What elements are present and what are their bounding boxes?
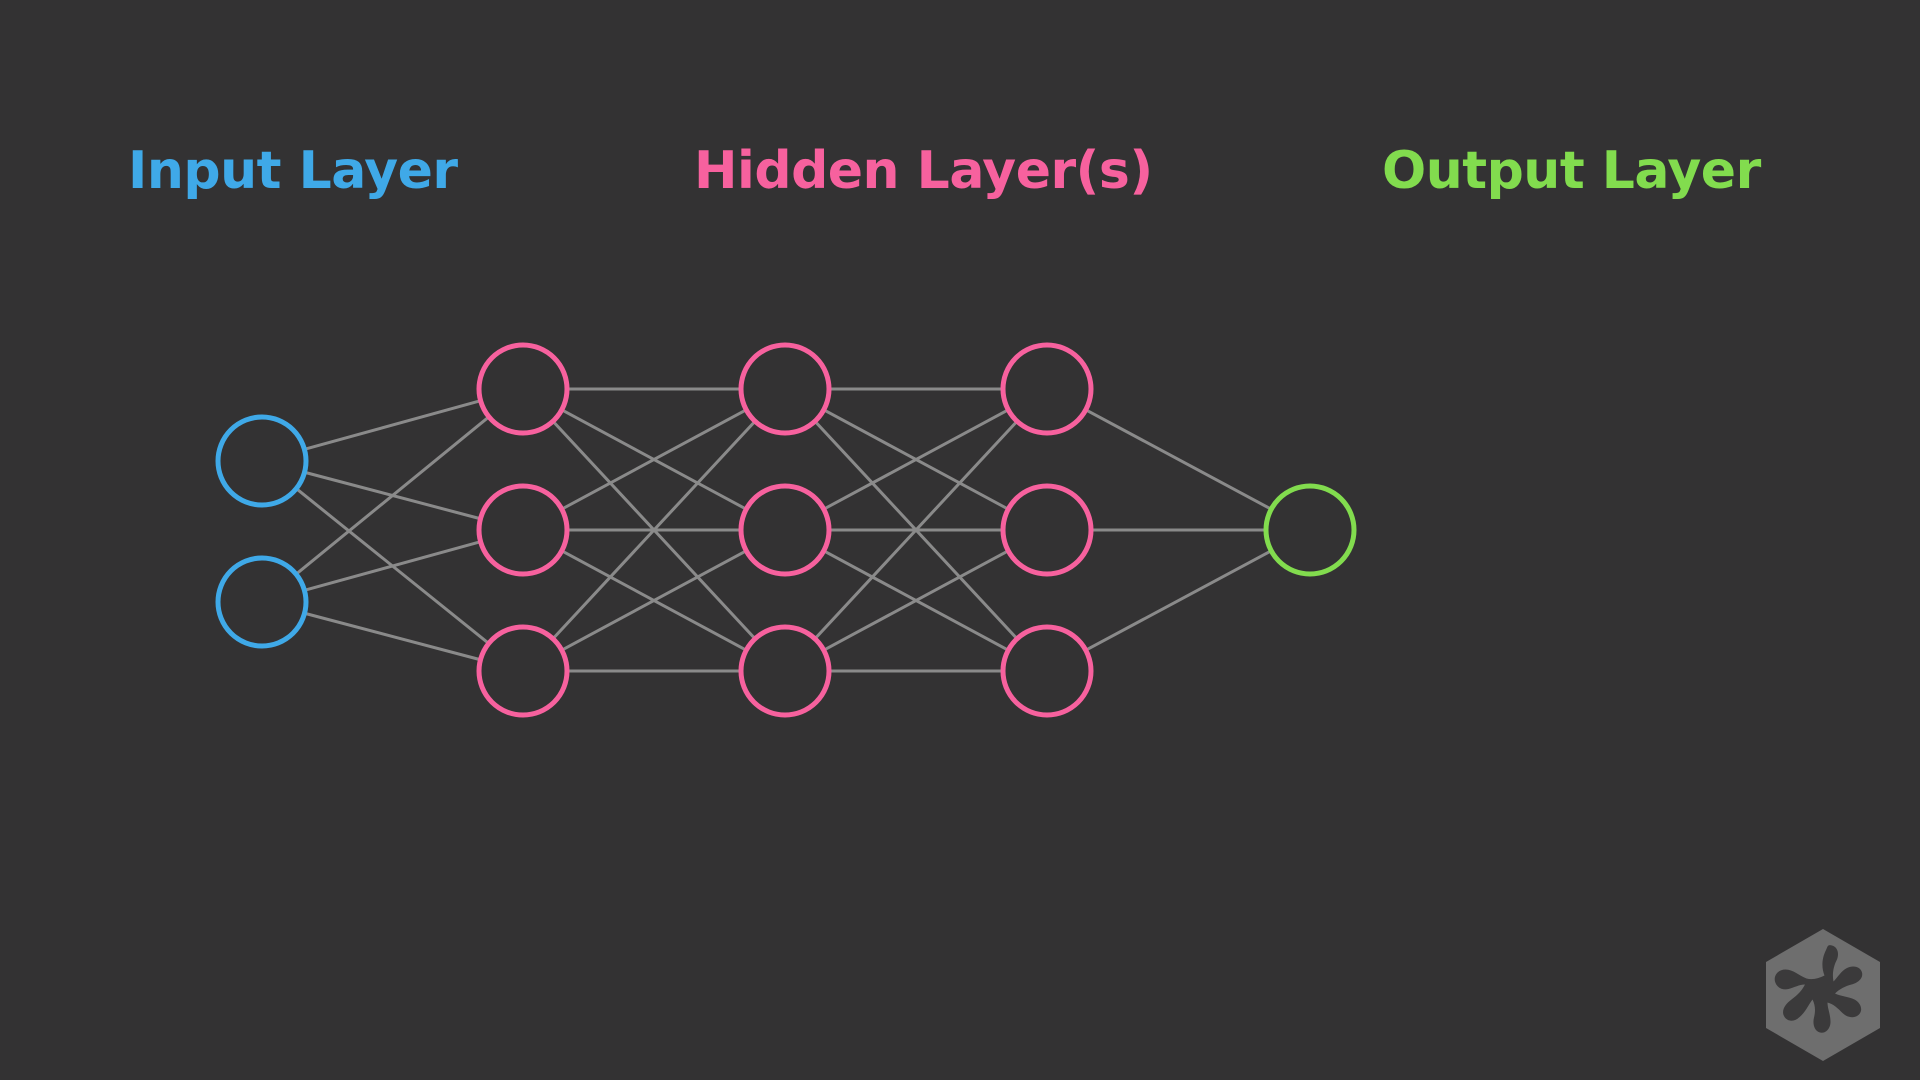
- hidden-node: [738, 342, 832, 436]
- connection-line: [822, 408, 1010, 511]
- hidden-node: [476, 483, 570, 577]
- hidden-node: [1000, 483, 1094, 577]
- output-node: [1263, 483, 1357, 577]
- input-layer-label: Input Layer: [128, 141, 458, 201]
- input-node: [215, 414, 309, 508]
- connection-line: [813, 419, 1019, 641]
- hidden-node: [476, 624, 570, 718]
- hexagon-neuron-logo-icon: [1766, 929, 1880, 1061]
- hidden-node: [476, 342, 570, 436]
- connection-line: [303, 611, 482, 662]
- connection-line: [560, 549, 748, 652]
- input-node: [215, 555, 309, 649]
- connection-line: [822, 549, 1010, 652]
- connection-line: [1084, 408, 1273, 511]
- hidden-layer-label: Hidden Layer(s): [694, 141, 1153, 201]
- hidden-node: [1000, 624, 1094, 718]
- connection-line: [1084, 549, 1273, 652]
- connection-line: [302, 399, 483, 451]
- output-layer-label: Output Layer: [1382, 141, 1761, 201]
- hidden-node: [1000, 342, 1094, 436]
- hidden-node: [738, 483, 832, 577]
- connection-line: [560, 408, 748, 511]
- connection-lines-group: [294, 387, 1273, 673]
- connection-line: [302, 540, 483, 592]
- neuron-glyph: [1774, 945, 1863, 1033]
- connection-line: [551, 419, 757, 641]
- hidden-node: [738, 624, 832, 718]
- connection-line: [294, 415, 491, 576]
- neuron-nodes-group: [215, 342, 1357, 718]
